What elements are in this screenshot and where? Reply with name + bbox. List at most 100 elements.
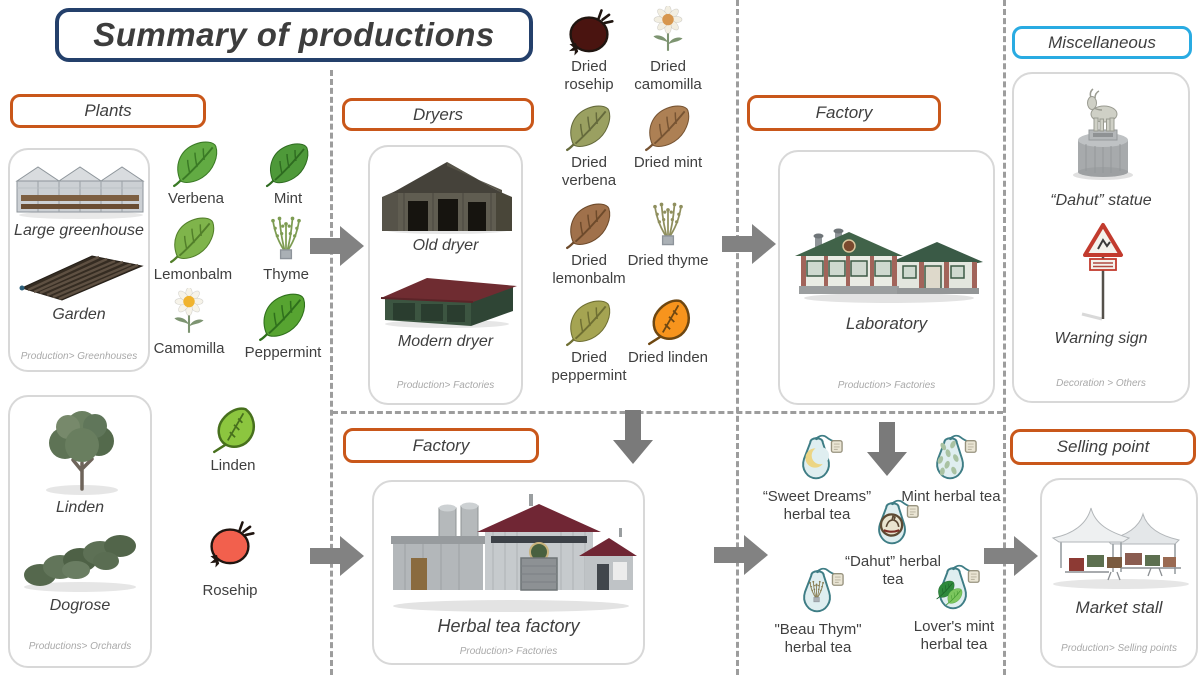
market-stall-label: Market stall: [1075, 598, 1163, 617]
divider-vertical-left: [330, 70, 333, 675]
dried-thyme-icon: [642, 198, 694, 250]
thyme-bundle-icon: [260, 212, 312, 264]
herbal-tea-factory-label: Herbal tea factory: [437, 616, 580, 636]
crop-thyme: Thyme: [240, 212, 332, 284]
crop-peppermint-label: Peppermint: [244, 344, 322, 361]
dried-rosehip-label: Dried rosehip: [564, 58, 614, 94]
lovers-mint-teabag-icon: [936, 562, 981, 616]
dried-thyme: Dried thyme: [625, 198, 711, 270]
section-header-miscellaneous: Miscellaneous: [1012, 26, 1192, 59]
tea-lovers-mint-label: Lover's mint herbal tea: [913, 618, 995, 654]
garden-image: [19, 255, 144, 301]
dried-camomilla-label: Dried camomilla: [634, 58, 702, 94]
old-dryer-image: [382, 162, 512, 234]
dried-verbena-label: Dried verbena: [561, 154, 617, 190]
selling-point-card-caption: Production> Selling points: [1061, 643, 1177, 654]
tea-sweet-dreams: “Sweet Dreams” herbal tea: [750, 432, 884, 525]
dried-lemonbalm: Dried lemonbalm: [546, 200, 632, 289]
divider-vertical-middle: [736, 0, 739, 675]
modern-dryer-image: [380, 278, 517, 328]
dried-mint: Dried mint: [625, 102, 711, 172]
dried-linden-label: Dried linden: [627, 349, 709, 366]
old-dryer-label: Old dryer: [412, 237, 479, 254]
dried-lemonbalm-label: Dried lemonbalm: [552, 252, 626, 288]
laboratory-card: Laboratory Production> Factories: [778, 150, 995, 405]
selling-point-card: Market stall Production> Selling points: [1040, 478, 1198, 668]
tea-mint: Mint herbal tea: [896, 432, 1006, 506]
dried-thyme-label: Dried thyme: [627, 252, 709, 269]
lemonbalm-leaf-icon: [168, 214, 218, 264]
plants-card-caption: Production> Greenhouses: [20, 351, 138, 362]
miscellaneous-card-caption: Decoration > Others: [1056, 378, 1146, 389]
dahut-statue-label: “Dahut” statue: [1050, 192, 1152, 209]
crop-lemonbalm: Lemonbalm: [147, 214, 239, 284]
crop-verbena: Verbena: [150, 138, 242, 208]
dryers-card-caption: Production> Factories: [396, 380, 495, 391]
dried-rosehip-icon: [563, 4, 615, 56]
dried-lemonbalm-icon: [564, 200, 614, 250]
tea-beau-thym: "Beau Thym" herbal tea: [756, 565, 880, 658]
dogrose-image: [24, 535, 136, 592]
dried-verbena-icon: [564, 102, 614, 152]
section-header-factory-tea: Factory: [343, 428, 539, 463]
dahut-teabag-icon: [866, 497, 920, 551]
arrow-laboratory-to-teas: [867, 422, 907, 476]
tea-factory-card: Herbal tea factory Production> Factories: [372, 480, 645, 665]
arrow-factory-to-teas: [714, 535, 768, 575]
large-greenhouse-image: [15, 166, 145, 219]
dryers-card: Old dryer Modern dryer Production> Facto…: [368, 145, 523, 405]
tea-mint-label: Mint herbal tea: [901, 488, 1001, 505]
orchards-card: Linden Dogrose Productions> Orchards: [8, 395, 152, 668]
modern-dryer-label: Modern dryer: [397, 333, 494, 350]
linden-tree-label: Linden: [55, 499, 105, 516]
section-header-factory-lab: Factory: [747, 95, 941, 131]
sweet-dreams-teabag-icon: [790, 432, 844, 486]
crop-camomilla: Camomilla: [143, 288, 235, 358]
dried-peppermint: Dried peppermint: [546, 297, 632, 386]
tea-beau-thym-label: "Beau Thym" herbal tea: [774, 621, 862, 657]
miscellaneous-card: “Dahut” statue Warning sign Decoration >…: [1012, 72, 1190, 403]
tea-lovers-mint: Lover's mint herbal tea: [892, 562, 1016, 655]
arrow-dried-to-tea-factory: [613, 410, 653, 464]
dried-linden: Dried linden: [625, 297, 711, 367]
dried-linden-icon: [643, 297, 693, 347]
section-header-selling-point: Selling point: [1010, 429, 1196, 465]
crop-camomilla-label: Camomilla: [153, 340, 225, 357]
dried-camomilla: Dried camomilla: [625, 6, 711, 95]
beau-thym-teabag-icon: [791, 565, 845, 619]
divider-horizontal: [332, 411, 1003, 414]
dried-rosehip: Dried rosehip: [546, 4, 632, 95]
dahut-statue-image: [1073, 88, 1133, 180]
laboratory-card-caption: Production> Factories: [837, 380, 936, 391]
verbena-leaf-icon: [171, 138, 221, 188]
linden-tree-image: [46, 411, 118, 495]
tea-dahut-label: “Dahut” herbal tea: [845, 553, 941, 589]
dried-peppermint-label: Dried peppermint: [551, 349, 627, 385]
camomilla-flower-icon: [164, 288, 214, 338]
product-linden-label: Linden: [210, 457, 256, 474]
page-title: Summary of productions: [55, 8, 533, 62]
orchards-card-caption: Productions> Orchards: [28, 641, 132, 652]
crop-peppermint: Peppermint: [237, 290, 329, 362]
crop-mint-label: Mint: [273, 190, 303, 207]
dogrose-label: Dogrose: [49, 597, 111, 614]
tea-sweet-dreams-label: “Sweet Dreams” herbal tea: [762, 488, 872, 524]
crop-lemonbalm-label: Lemonbalm: [153, 266, 233, 283]
dried-mint-label: Dried mint: [633, 154, 703, 171]
laboratory-image: [795, 228, 983, 303]
rosehip-icon: [204, 516, 256, 568]
dried-peppermint-icon: [564, 297, 614, 347]
crop-thyme-label: Thyme: [263, 266, 309, 283]
laboratory-label: Laboratory: [845, 314, 928, 333]
warning-sign-label: Warning sign: [1054, 330, 1148, 347]
arrow-plants-to-dryers: [310, 226, 364, 266]
crop-verbena-label: Verbena: [168, 190, 224, 207]
product-linden: Linden: [187, 405, 279, 475]
dried-mint-icon: [643, 102, 693, 152]
plants-card: Large greenhouse Garden Production> Gree…: [8, 148, 150, 372]
arrow-orchards-to-factory: [310, 536, 364, 576]
tea-factory-card-caption: Production> Factories: [459, 646, 558, 657]
product-rosehip: Rosehip: [184, 516, 276, 600]
mint-teabag-icon: [924, 432, 978, 486]
